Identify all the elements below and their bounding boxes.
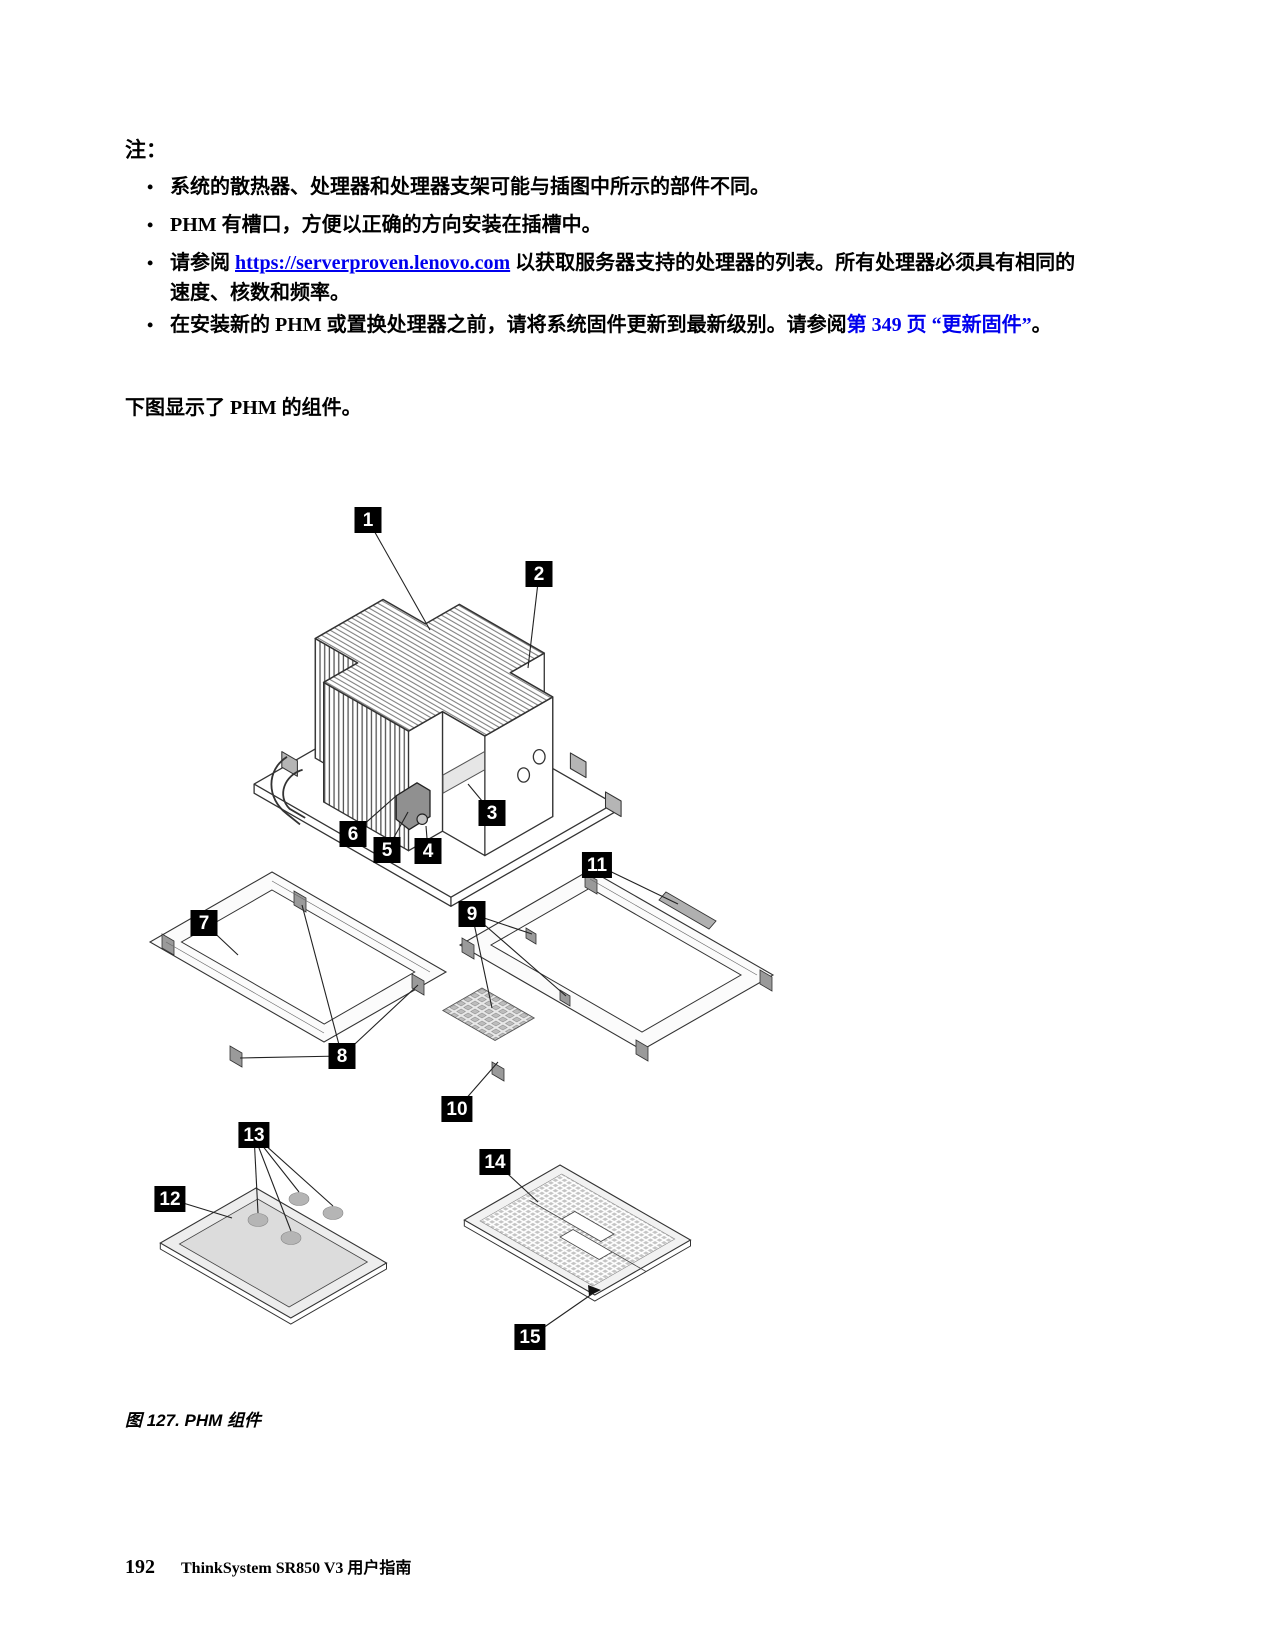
bullet-dot: •	[147, 315, 154, 335]
serverproven-link[interactable]: https://serverproven.lenovo.com	[235, 252, 511, 274]
phm-exploded-diagram	[148, 519, 775, 1338]
note-bullet-4-pre: 在安装新的 PHM 或置换处理器之前，请将系统固件更新到最新级别。请参阅	[170, 314, 847, 336]
note-bullet-1: • 系统的散热器、处理器和处理器支架可能与插图中所示的部件不同。	[147, 172, 1078, 202]
note-bullet-2: • PHM 有槽口，方便以正确的方向安装在插槽中。	[147, 210, 1078, 240]
note-bullet-4-post: 。	[1031, 314, 1052, 336]
callout-12: 12	[154, 1186, 186, 1212]
bullet-dot: •	[147, 177, 154, 197]
heatsink-illustration	[253, 598, 622, 907]
page-number: 192	[125, 1556, 155, 1578]
carrier-right-illustration	[441, 869, 775, 1082]
notes-heading: 注：	[125, 138, 167, 162]
heatsink-top-face	[314, 598, 554, 737]
callout-3: 3	[478, 800, 506, 826]
callout-4: 4	[414, 838, 442, 864]
page-footer: 192 ThinkSystem SR850 V3 用户指南	[125, 1554, 411, 1579]
note-bullet-2-text: PHM 有槽口，方便以正确的方向安装在插槽中。	[170, 214, 602, 236]
heatsink-label-sticker	[442, 751, 486, 794]
callout-13: 13	[238, 1122, 270, 1148]
note-bullet-3: • 请参阅 https://serverproven.lenovo.com 以获…	[147, 248, 1078, 308]
callout-6: 6	[339, 821, 367, 847]
footer-doc-title: ThinkSystem SR850 V3 用户指南	[181, 1560, 412, 1577]
figure-caption: 图 127. PHM 组件	[125, 1411, 262, 1430]
note-bullet-3-post: 以获取服务器支持的处理器的列表。所有处理器必须具有相同的速度、核数和频率。	[170, 252, 1076, 304]
callout-15: 15	[514, 1324, 546, 1350]
callout-7: 7	[190, 910, 218, 936]
callout-2: 2	[525, 561, 553, 587]
callout-5: 5	[373, 837, 401, 863]
processor-top-illustration	[159, 1187, 388, 1325]
callout-14: 14	[479, 1149, 511, 1175]
callout-1: 1	[354, 507, 382, 533]
note-bullet-1-text: 系统的散热器、处理器和处理器支架可能与插图中所示的部件不同。	[170, 176, 770, 198]
callout-8: 8	[328, 1043, 356, 1069]
note-bullet-3-pre: 请参阅	[170, 252, 235, 274]
callout-10: 10	[441, 1096, 473, 1122]
note-bullet-4: • 在安装新的 PHM 或置换处理器之前，请将系统固件更新到最新级别。请参阅第 …	[147, 310, 1078, 340]
figure-intro-text: 下图显示了 PHM 的组件。	[125, 397, 362, 419]
torx-screw	[416, 813, 428, 825]
update-firmware-xref-link[interactable]: 第 349 页 “更新固件”	[846, 314, 1032, 336]
callout-9: 9	[458, 901, 486, 927]
processor-bottom-illustration	[463, 1164, 692, 1302]
carrier-left-illustration	[148, 871, 448, 1068]
callout-11: 11	[581, 852, 613, 878]
bullet-dot: •	[147, 215, 154, 235]
orientation-notch-mark	[588, 1285, 601, 1296]
bullet-dot: •	[147, 253, 154, 273]
